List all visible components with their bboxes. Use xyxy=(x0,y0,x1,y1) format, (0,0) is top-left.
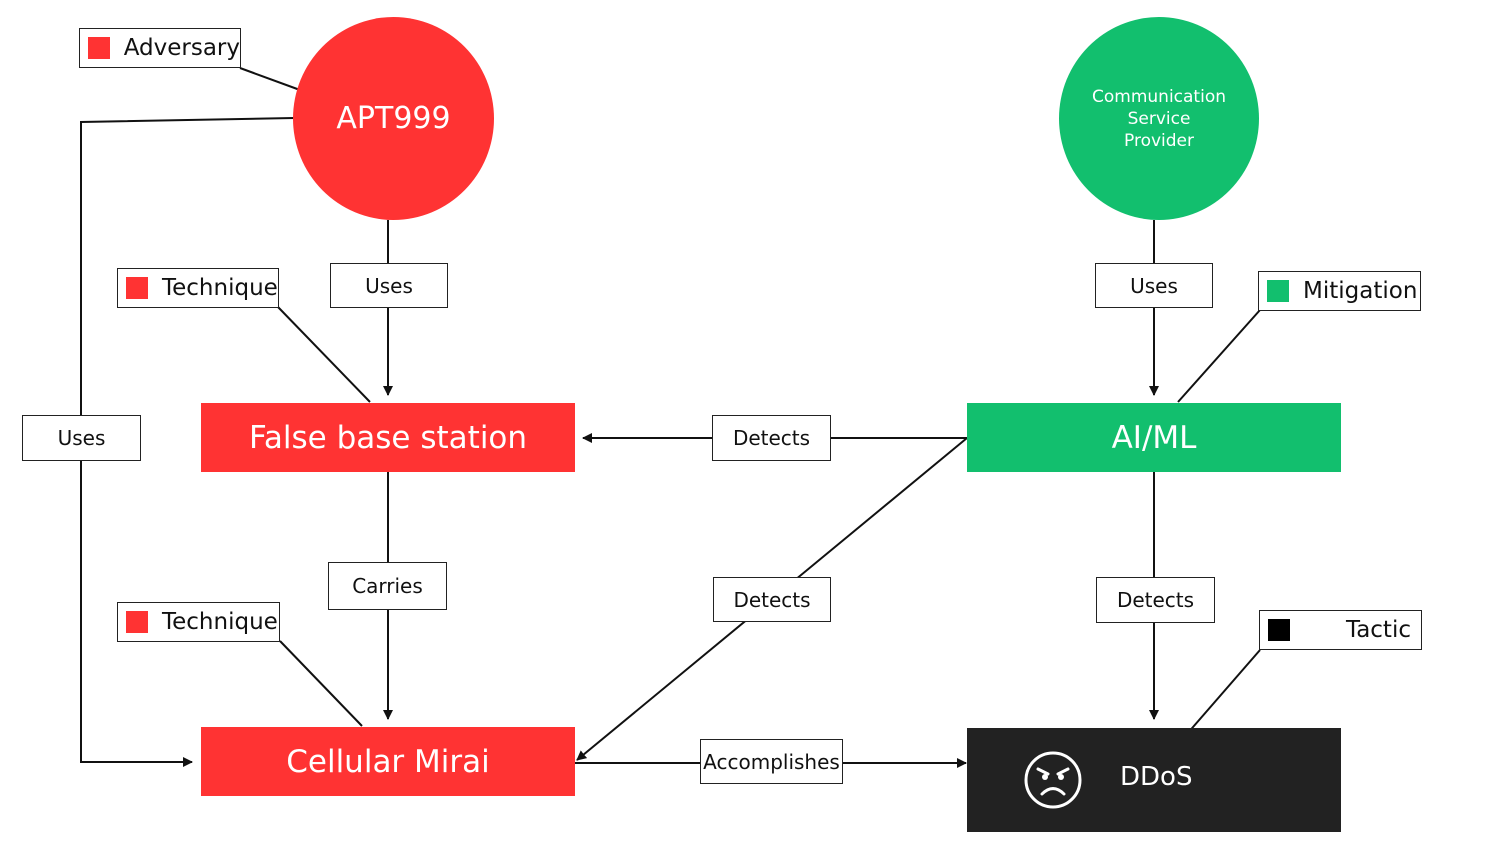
ai-ml-label: AI/ML xyxy=(1111,419,1197,456)
legend-tactic-label: Tactic xyxy=(1345,617,1411,643)
apt999-node[interactable]: APT999 xyxy=(293,17,494,220)
mitigation-swatch xyxy=(1267,280,1289,302)
ddos-node[interactable]: DDoS xyxy=(967,728,1341,832)
csp-label-line-3: Provider xyxy=(1124,130,1194,151)
legend-mitigation: Mitigation xyxy=(1258,271,1421,311)
cellular-mirai-label: Cellular Mirai xyxy=(286,743,490,780)
technique-swatch-2 xyxy=(126,611,148,633)
relation-label-fbs-carries-mirai[interactable]: Carries xyxy=(328,562,447,610)
legend-adversary-label: Adversary xyxy=(123,35,240,61)
relation-label-aiml-detects-ddos[interactable]: Detects xyxy=(1096,577,1215,623)
technique-swatch-1 xyxy=(126,277,148,299)
legend-tactic: Tactic xyxy=(1259,610,1422,650)
false-base-station-node[interactable]: False base station xyxy=(201,403,575,472)
technique-legend-connector-1 xyxy=(277,306,371,403)
apt999-label: APT999 xyxy=(336,101,451,136)
tactic-legend-connector xyxy=(1179,649,1261,743)
mitigation-legend-connector xyxy=(1177,309,1261,403)
technique-legend-connector-2 xyxy=(279,640,363,727)
legend-technique-2-label: Technique xyxy=(162,609,278,635)
adversary-legend-connector xyxy=(239,67,301,91)
tactic-swatch xyxy=(1268,619,1290,641)
ddos-label: DDoS xyxy=(1120,762,1193,792)
legend-adversary: Adversary xyxy=(79,28,241,68)
csp-label: Communication Service Provider xyxy=(1092,86,1226,152)
csp-node[interactable]: Communication Service Provider xyxy=(1059,17,1259,220)
relation-label-mirai-accomplishes-ddos[interactable]: Accomplishes xyxy=(700,739,843,784)
ai-ml-node[interactable]: AI/ML xyxy=(967,403,1341,472)
relation-label-aiml-detects-fbs[interactable]: Detects xyxy=(712,415,831,461)
legend-mitigation-label: Mitigation xyxy=(1303,278,1418,304)
relation-label-csp-uses-aiml[interactable]: Uses xyxy=(1095,263,1213,308)
legend-technique-1-label: Technique xyxy=(162,275,278,301)
relation-label-apt-uses-fbs[interactable]: Uses xyxy=(330,263,448,308)
false-base-station-label: False base station xyxy=(248,419,528,456)
csp-label-line-2: Service xyxy=(1127,108,1191,129)
csp-label-line-1: Communication xyxy=(1092,86,1226,107)
legend-technique-2: Technique xyxy=(117,602,280,642)
adversary-swatch xyxy=(88,37,110,59)
legend-technique-1: Technique xyxy=(117,268,279,308)
relation-label-aiml-detects-mirai[interactable]: Detects xyxy=(713,577,831,622)
relation-label-apt-uses-mirai[interactable]: Uses xyxy=(22,415,141,461)
angry-face-icon xyxy=(1024,751,1082,809)
cellular-mirai-node[interactable]: Cellular Mirai xyxy=(201,727,575,796)
